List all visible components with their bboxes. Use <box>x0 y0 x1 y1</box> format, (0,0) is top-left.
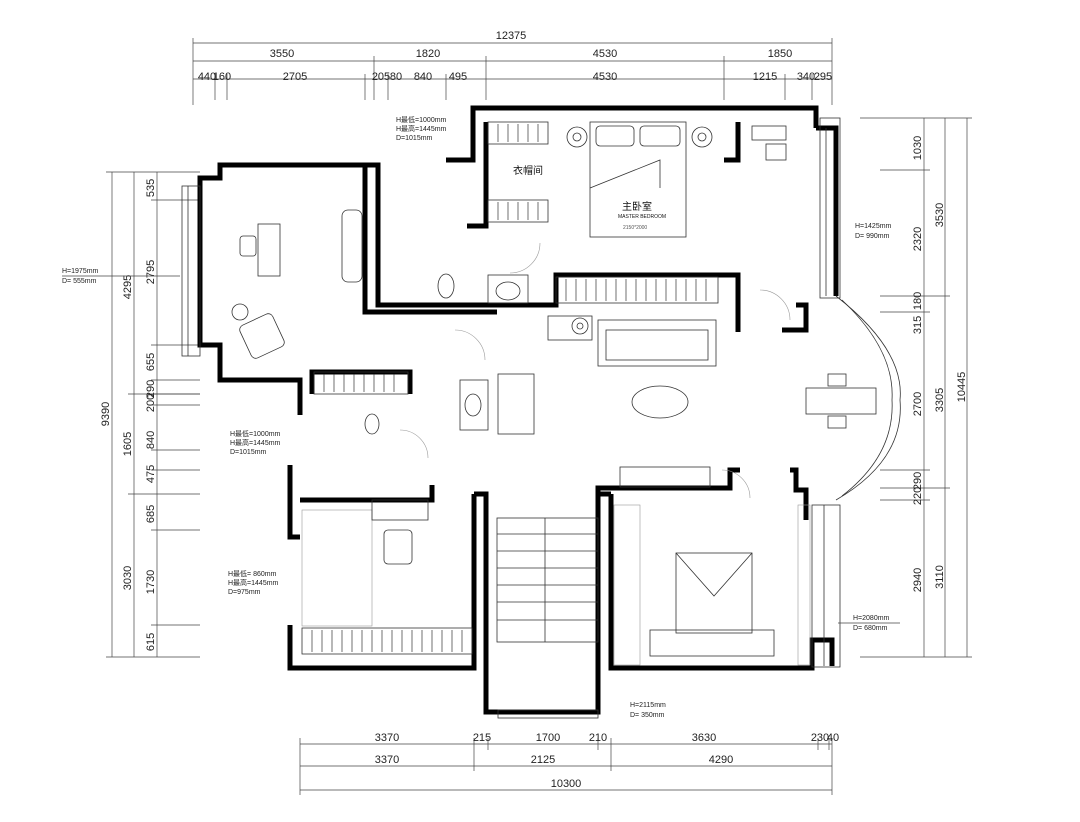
dim-right-inner-6: 220 <box>912 487 924 505</box>
dim-right-inner-5: 290 <box>912 472 924 490</box>
dim-bot-r1-0: 3370 <box>375 732 399 744</box>
note-right-top-1: D= 990mm <box>855 233 890 240</box>
dim-top-r2-6: 495 <box>449 71 467 83</box>
dim-bot-overall: 10300 <box>551 778 582 790</box>
dim-bot-r1-1: 215 <box>473 732 491 744</box>
dim-right-inner-1: 2320 <box>912 227 924 251</box>
dim-left-inner-1: 2795 <box>145 260 157 284</box>
dim-top-r2-9: 340 <box>797 71 815 83</box>
dim-left-inner-0: 535 <box>145 179 157 197</box>
dim-left-inner-7: 685 <box>145 505 157 523</box>
dim-bot-r1-5: 230 <box>811 732 829 744</box>
top-dimensions: 12375 3550 1820 4530 1850 440 160 2705 2… <box>192 30 833 105</box>
dim-top-r1-0: 3550 <box>270 48 294 60</box>
furniture <box>231 121 877 657</box>
dim-top-r2-4: 80 <box>390 71 402 83</box>
dim-left-mid-bottom-1: 3030 <box>122 566 134 590</box>
left-dimensions: 9390 4295 1605 3030 535 2795 655 290 200… <box>100 171 200 658</box>
dim-bot-r2-2: 4290 <box>709 754 733 766</box>
note-master-2: D=1015mm <box>396 135 433 142</box>
dim-top-overall: 12375 <box>496 30 527 42</box>
dim-right-mid-1: 3305 <box>934 388 946 412</box>
dim-top-r2-7: 4530 <box>593 71 617 83</box>
note-master-0: H最低=1000mm <box>396 115 447 124</box>
wardrobes <box>301 121 811 666</box>
room-label-master-en: MASTER BEDROOM <box>618 214 666 220</box>
dim-top-r2-10: 295 <box>814 71 832 83</box>
dim-right-mid-0: 3530 <box>934 203 946 227</box>
window-notes: H最低=1000mm H最高=1445mm D=1015mm H=1975mm … <box>62 115 900 719</box>
dim-bot-r2-1: 2125 <box>531 754 555 766</box>
note-stair-0: H=2115mm <box>630 702 666 709</box>
room-label-master-cn: 主卧室 <box>622 200 652 213</box>
room-label-cloakroom: 衣帽间 <box>513 164 543 177</box>
dim-top-r1-2: 4530 <box>593 48 617 60</box>
dim-right-inner-7: 2940 <box>912 568 924 592</box>
note-right-top-0: H=1425mm <box>855 223 892 230</box>
dim-bot-r1-4: 3630 <box>692 732 716 744</box>
right-dimensions: 10445 3530 3305 3110 1030 2320 180 315 2… <box>860 117 972 658</box>
dim-top-r2-0: 440 <box>198 71 216 83</box>
note-mid-left-0: H最低=1000mm <box>230 429 281 438</box>
dim-right-inner-0: 1030 <box>912 136 924 160</box>
dim-right-inner-4: 2700 <box>912 392 924 416</box>
dim-left-mid-top: 4295 <box>122 275 134 299</box>
dim-top-r1-3: 1850 <box>768 48 792 60</box>
dim-top-r1-1: 1820 <box>416 48 440 60</box>
dim-left-inner-2: 655 <box>145 353 157 371</box>
dim-left-outer: 9390 <box>100 402 112 426</box>
dim-left-inner-6: 475 <box>145 465 157 483</box>
room-label-bed-size: 2150*2000 <box>623 225 647 231</box>
note-low-left-0: H最低= 860mm <box>228 569 277 578</box>
dim-bot-r1-6: 40 <box>827 732 839 744</box>
dim-right-mid-2: 3110 <box>934 565 946 589</box>
note-right-bottom-1: D= 680mm <box>853 625 888 632</box>
dim-left-inner-3: 290 <box>145 380 157 398</box>
dim-top-r2-1: 160 <box>213 71 231 83</box>
note-stair-1: D= 350mm <box>630 712 665 719</box>
note-mid-left-1: H最高=1445mm <box>230 438 281 447</box>
bottom-dimensions: 3370 215 1700 210 3630 230 40 3370 2125 … <box>299 732 839 795</box>
dim-right-inner-3: 315 <box>912 316 924 334</box>
dim-left-inner-9: 615 <box>145 633 157 651</box>
note-mid-left-2: D=1015mm <box>230 449 267 456</box>
dim-top-r2-5: 840 <box>414 71 432 83</box>
walls <box>197 105 839 715</box>
dim-top-r2-8: 1215 <box>753 71 777 83</box>
dim-left-mid-bottom-0: 1605 <box>122 432 134 456</box>
dim-bot-r2-0: 3370 <box>375 754 399 766</box>
dim-bot-r1-2: 1700 <box>536 732 560 744</box>
note-low-left-1: H最高=1445mm <box>228 578 279 587</box>
note-left-0: H=1975mm <box>62 268 99 275</box>
dim-right-outer: 10445 <box>956 372 968 403</box>
room-labels: 衣帽间 主卧室 MASTER BEDROOM 2150*2000 <box>513 164 666 231</box>
glazing <box>181 117 901 719</box>
note-low-left-2: D=975mm <box>228 589 261 596</box>
note-right-bottom-0: H=2080mm <box>853 615 890 622</box>
dim-top-r2-2: 2705 <box>283 71 307 83</box>
dim-right-inner-2: 180 <box>912 292 924 310</box>
dim-left-inner-5: 840 <box>145 431 157 449</box>
stair <box>496 517 599 643</box>
dim-top-r2-3: 205 <box>372 71 390 83</box>
dim-bot-r1-3: 210 <box>589 732 607 744</box>
dim-left-inner-4: 200 <box>145 394 157 412</box>
dim-left-inner-8: 1730 <box>145 570 157 594</box>
note-master-1: H最高=1445mm <box>396 124 447 133</box>
note-left-1: D= 555mm <box>62 278 97 285</box>
